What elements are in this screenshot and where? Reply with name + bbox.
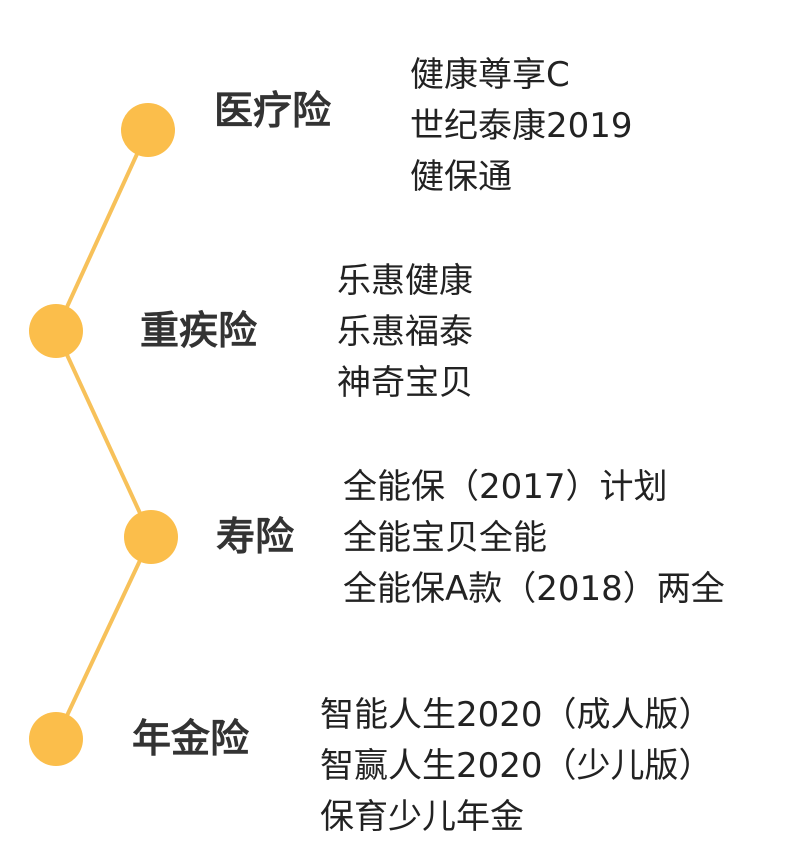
node-dot-annuity	[29, 712, 83, 766]
list-item: 全能宝贝全能	[343, 518, 547, 558]
category-label-medical: 医疗险	[214, 89, 332, 134]
list-item: 全能保A款（2018）两全	[343, 569, 725, 609]
item-list-life: 全能保（2017）计划 全能宝贝全能 全能保A款（2018）两全	[343, 462, 725, 615]
list-item: 智赢人生2020（少儿版）	[320, 746, 713, 786]
list-item: 智能人生2020（成人版）	[320, 695, 713, 735]
category-label-annuity: 年金险	[132, 717, 250, 762]
node-dot-life	[124, 510, 178, 564]
list-item: 神奇宝贝	[337, 363, 473, 403]
connector-path	[54, 129, 153, 740]
category-label-critical-illness: 重疾险	[140, 309, 258, 354]
list-item: 乐惠福泰	[337, 312, 473, 352]
node-dot-medical	[121, 103, 175, 157]
list-item: 健康尊享C	[410, 55, 570, 95]
list-item: 保育少儿年金	[320, 797, 524, 837]
list-item: 全能保（2017）计划	[343, 467, 668, 507]
item-list-annuity: 智能人生2020（成人版） 智赢人生2020（少儿版） 保育少儿年金	[320, 690, 713, 843]
list-item: 乐惠健康	[337, 261, 473, 301]
category-label-life: 寿险	[216, 515, 295, 560]
item-list-medical: 健康尊享C 世纪泰康2019 健保通	[410, 50, 633, 203]
list-item: 世纪泰康2019	[410, 106, 633, 146]
list-item: 健保通	[410, 157, 512, 197]
item-list-critical-illness: 乐惠健康 乐惠福泰 神奇宝贝	[337, 256, 473, 409]
node-dot-critical-illness	[29, 304, 83, 358]
